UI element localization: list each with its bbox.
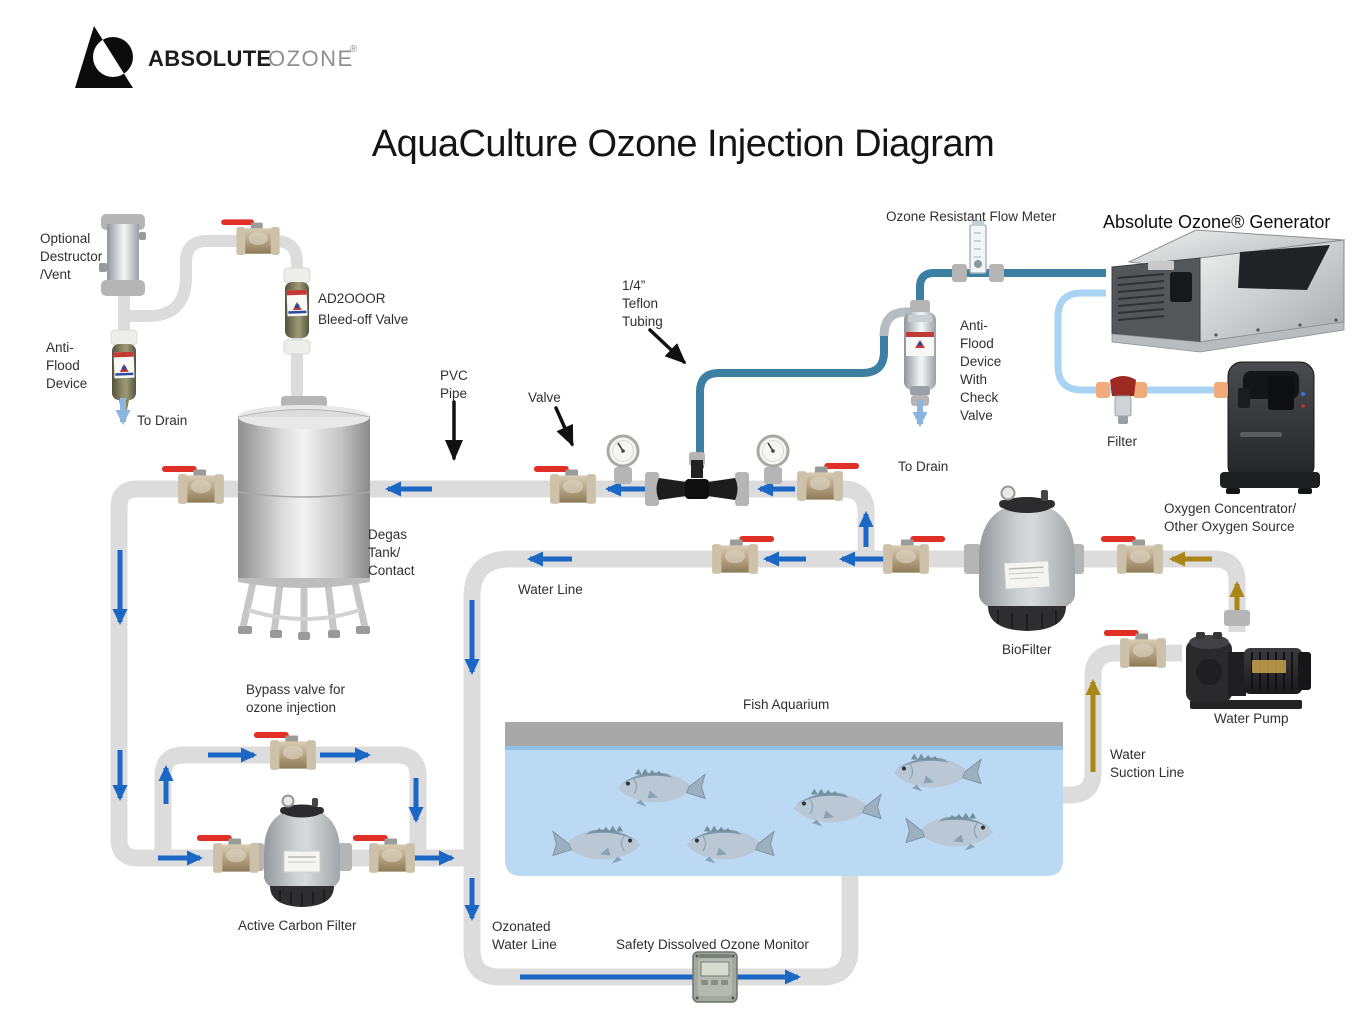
label-bleed-off: AD2OOOR	[318, 291, 386, 306]
oxygen-filter	[1096, 376, 1228, 424]
gas-tubing	[696, 269, 1222, 468]
label-generator: Absolute Ozone® Generator	[1103, 212, 1330, 232]
pressure-gauge-left	[606, 434, 640, 486]
svg-text:Bleed-off Valve: Bleed-off Valve	[318, 312, 408, 327]
water-pump	[1186, 610, 1311, 709]
label-biofilter: BioFilter	[1002, 642, 1052, 657]
bleed-off-valve-device	[283, 267, 311, 355]
page-title: AquaCulture Ozone Injection Diagram	[372, 123, 995, 165]
oxygen-concentrator	[1220, 361, 1320, 494]
svg-text:Other Oxygen Source: Other Oxygen Source	[1164, 519, 1295, 534]
svg-text:Device: Device	[46, 376, 87, 391]
diagram-labels: Optional Destructor /Vent Anti- Flood De…	[40, 209, 1330, 952]
svg-text:Contact: Contact	[368, 563, 415, 578]
label-degas-tank: Degas	[368, 527, 407, 542]
svg-text:Pipe: Pipe	[440, 386, 467, 401]
label-active-carbon: Active Carbon Filter	[238, 918, 357, 933]
svg-text:ozone injection: ozone injection	[246, 700, 336, 715]
drain-arrows	[115, 398, 928, 427]
flow-arrows-blue	[112, 481, 886, 985]
svg-text:Flood: Flood	[960, 336, 994, 351]
label-bypass-valve: Bypass valve for	[246, 682, 346, 697]
svg-text:Flood: Flood	[46, 358, 80, 373]
svg-text:Tubing: Tubing	[622, 314, 663, 329]
label-valve: Valve	[528, 390, 561, 405]
label-filter: Filter	[1107, 434, 1138, 449]
svg-text:Destructor: Destructor	[40, 249, 103, 264]
label-teflon-tubing: 1/4”	[622, 278, 645, 293]
annotation-arrows	[445, 328, 687, 461]
svg-text:Valve: Valve	[960, 408, 993, 423]
svg-text:Tank/: Tank/	[368, 545, 401, 560]
oxygen-line	[1054, 289, 1222, 394]
svg-text:With: With	[960, 372, 987, 387]
brand-name-light: OZONE	[268, 46, 354, 71]
fish-aquarium	[505, 722, 1063, 876]
label-anti-flood-check: Anti-	[960, 318, 988, 333]
venturi-injector	[645, 452, 749, 506]
water-line-pipe	[463, 550, 1246, 986]
flow-arrows-gold	[1085, 551, 1245, 772]
label-ozone-monitor: Safety Dissolved Ozone Monitor	[616, 937, 809, 952]
svg-text:/Vent: /Vent	[40, 267, 71, 282]
ozone-generator	[1111, 229, 1346, 353]
label-flow-meter: Ozone Resistant Flow Meter	[886, 209, 1057, 224]
label-ozonated-water: Ozonated	[492, 919, 551, 934]
vent-pipe	[118, 235, 303, 408]
svg-text:Water Line: Water Line	[492, 937, 557, 952]
pressure-gauge-right	[756, 434, 790, 486]
label-optional-destructor: Optional	[40, 231, 90, 246]
anti-flood-check-valve-device	[879, 300, 936, 406]
brand-registered-mark: ®	[350, 44, 358, 55]
label-to-drain-left: To Drain	[137, 413, 187, 428]
label-pvc-pipe: PVC	[440, 368, 468, 383]
brand-name-bold: ABSOLUTE	[148, 46, 271, 71]
label-water-pump: Water Pump	[1214, 711, 1289, 726]
svg-text:Check: Check	[960, 390, 999, 405]
brand-logo	[75, 26, 133, 88]
ozone-flow-meter	[952, 219, 1004, 282]
ozone-supply-line	[916, 269, 1106, 302]
main-water-pipe	[110, 480, 875, 867]
svg-text:Device: Device	[960, 354, 1001, 369]
biofilter	[964, 485, 1084, 631]
teflon-tubing-line	[696, 332, 888, 468]
svg-text:Suction Line: Suction Line	[1110, 765, 1184, 780]
label-fish-aquarium: Fish Aquarium	[743, 697, 829, 712]
label-anti-flood: Anti-	[46, 340, 74, 355]
label-water-line: Water Line	[518, 582, 583, 597]
active-carbon-filter	[250, 794, 352, 907]
label-water-suction: Water	[1110, 747, 1146, 762]
svg-text:Teflon: Teflon	[622, 296, 658, 311]
label-oxygen-source: Oxygen Concentrator/	[1164, 501, 1296, 516]
ozone-destructor	[99, 214, 146, 296]
dissolved-ozone-monitor	[692, 951, 738, 1003]
degas-tank	[237, 396, 371, 640]
label-to-drain-right: To Drain	[898, 459, 948, 474]
